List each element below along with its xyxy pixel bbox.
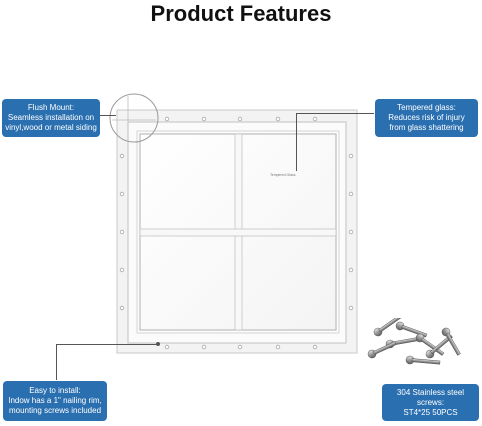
leader-line-install [56,344,158,345]
callout-tempered-glass: Tempered glass: Reduces risk of injury f… [375,99,478,137]
leader-line-glass-drop [296,113,297,171]
magnifier-circle-icon [109,93,159,143]
callout-screws-line: ST4*25 50PCS [403,407,458,417]
callout-flush-mount: Flush Mount: Seamless installation on vi… [2,99,100,137]
callout-flush-mount-heading: Flush Mount: [27,103,75,112]
leader-dot-install [156,342,160,346]
callout-flush-mount-line: vinyl,wood or metal siding [5,123,97,132]
callout-screws: 304 Stainless steel screws: ST4*25 50PCS [382,384,479,421]
callout-tempered-glass-heading: Tempered glass: [397,103,456,112]
callout-tempered-glass-line: from glass shattering [389,123,464,132]
callout-easy-install-heading: Easy to install: [29,386,81,395]
callout-tempered-glass-line: Reduces risk of injury [388,113,465,122]
leader-line-install-drop [56,344,57,380]
screws-image [367,318,461,365]
callout-easy-install-line: Indow has a 1" nailing rim, [8,396,102,405]
callout-screws-heading: 304 Stainless steel [396,387,465,397]
leader-line-glass [296,113,374,114]
callout-flush-mount-line: Seamless installation on [7,113,95,122]
callout-screws-line: screws: [416,397,445,407]
callout-easy-install-line: mounting screws included [8,406,102,415]
page-title: Product Features [150,1,332,26]
callout-easy-install: Easy to install: Indow has a 1" nailing … [3,381,107,421]
glass-label: Tempered Glass [270,173,296,177]
leader-line-flush [100,115,116,116]
